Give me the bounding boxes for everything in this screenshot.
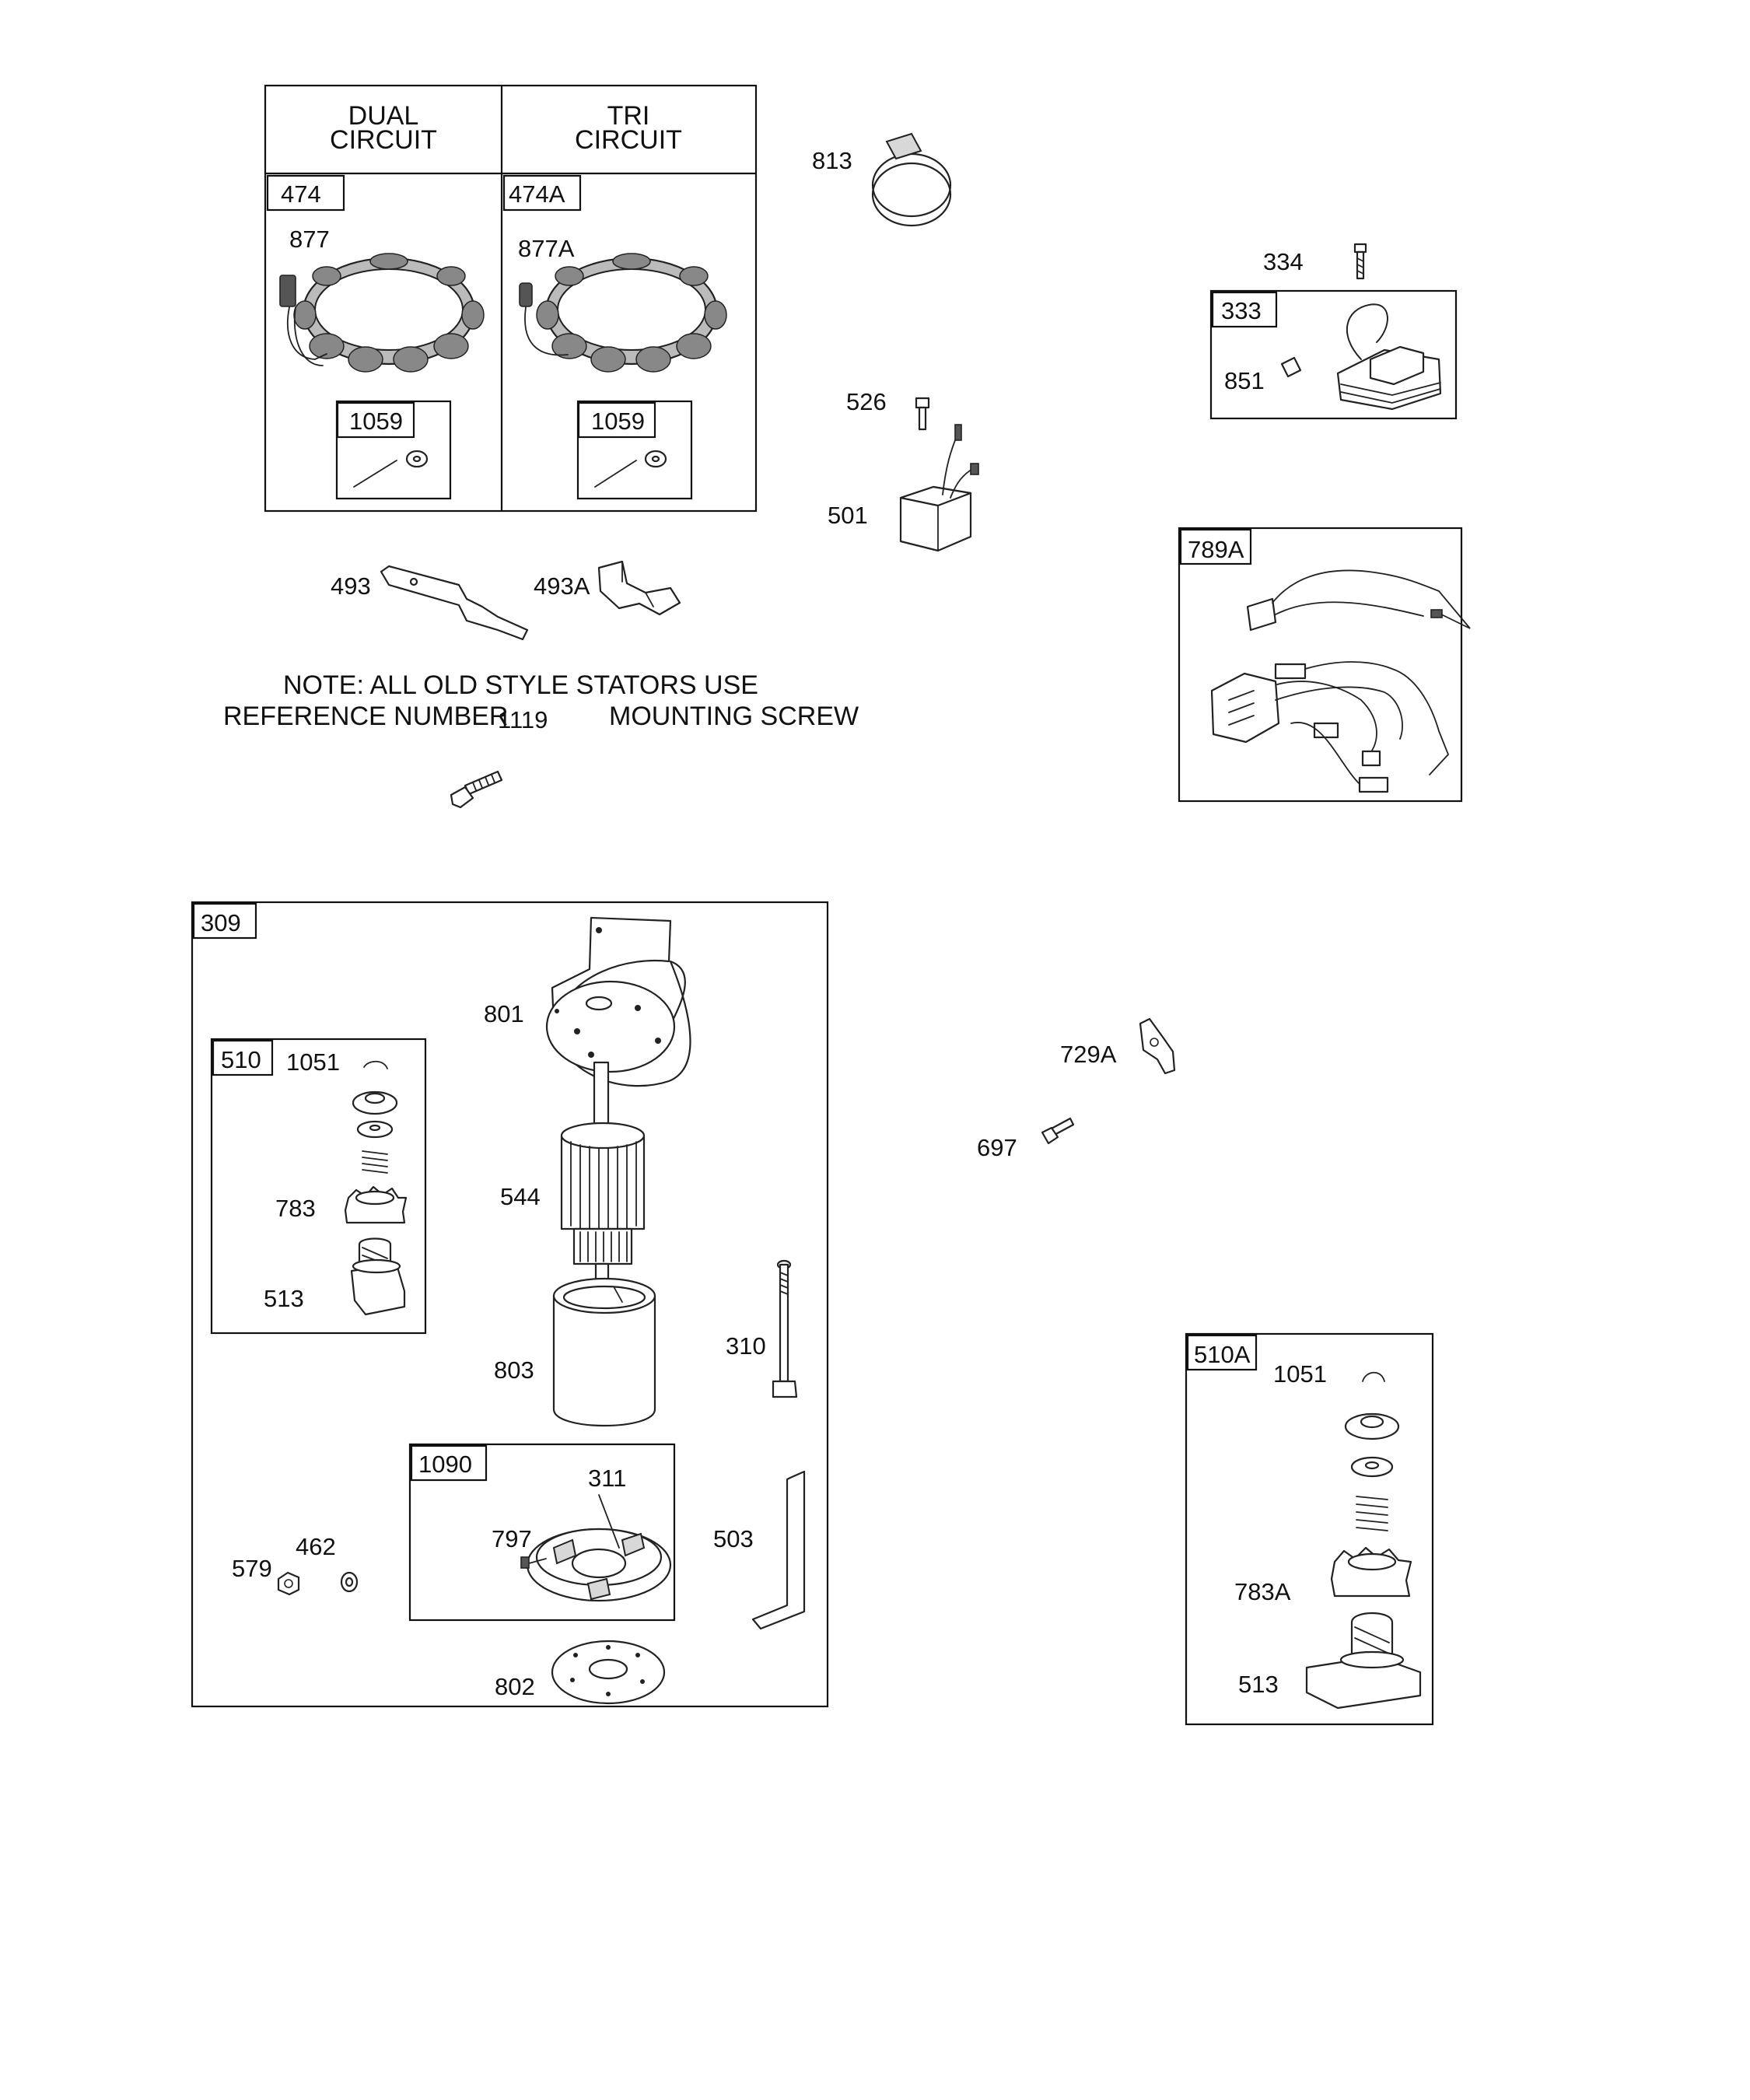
label-877a: 877A: [518, 235, 575, 262]
regulator-501: 526 501: [828, 388, 979, 552]
tri-circuit-header-line1: TRI: [607, 101, 650, 131]
housing-803: [552, 1277, 656, 1427]
box-510a: 510A 1051 783A 513: [1185, 1332, 1434, 1726]
box-333: 333 851: [1209, 289, 1458, 420]
kit-1059-dual: 1059: [349, 408, 403, 435]
box-309: 309 801 544 803: [191, 901, 829, 1708]
dual-circuit-header-line1: DUAL: [348, 101, 419, 131]
label-513-510: 513: [264, 1285, 304, 1312]
label-579: 579: [232, 1555, 272, 1582]
label-851: 851: [1224, 367, 1265, 394]
bolt-310: [772, 1259, 798, 1398]
note: NOTE: ALL OLD STYLE STATORS USE REFERENC…: [223, 670, 859, 809]
stator-dual-illustration: [279, 253, 485, 373]
label-801: 801: [484, 1000, 524, 1027]
clamp-813: 813: [812, 132, 952, 227]
box-789a: 789A: [1178, 527, 1471, 803]
tri-circuit-header-line2: CIRCUIT: [575, 125, 682, 155]
label-802: 802: [495, 1673, 535, 1700]
kit-1059-tri: 1059: [591, 408, 645, 435]
ref-474: 474: [281, 180, 321, 208]
label-544: 544: [500, 1183, 541, 1210]
drive-510-illustration: [344, 1060, 408, 1316]
label-513-510a: 513: [1238, 1671, 1279, 1698]
note-line2-ref: 1119: [498, 706, 548, 733]
label-877: 877: [289, 226, 330, 253]
stator-tri-illustration: [519, 253, 727, 373]
screw-334: 334: [1263, 243, 1367, 280]
label-493a: 493A: [534, 572, 590, 600]
note-line1: NOTE: ALL OLD STYLE STATORS USE: [283, 670, 758, 700]
screw-1119-illustration: [450, 770, 503, 809]
end-plate-802: [551, 1640, 666, 1705]
label-1051-510a: 1051: [1273, 1360, 1327, 1388]
note-line2a: REFERENCE NUMBER: [223, 702, 508, 731]
ref-1090: 1090: [418, 1451, 472, 1478]
parts-729a-697: 729A 697: [977, 1017, 1176, 1161]
label-797: 797: [492, 1525, 532, 1552]
label-729a: 729A: [1060, 1041, 1117, 1068]
ref-510a: 510A: [1194, 1341, 1251, 1368]
end-plate-801: [545, 916, 691, 1087]
label-462: 462: [296, 1533, 336, 1560]
label-783a: 783A: [1234, 1578, 1291, 1605]
brackets-493: 493 493A: [331, 560, 681, 641]
label-501: 501: [828, 502, 868, 529]
label-803: 803: [494, 1356, 534, 1384]
label-310: 310: [726, 1332, 766, 1360]
ref-333: 333: [1221, 297, 1262, 324]
label-503: 503: [713, 1525, 754, 1552]
label-493: 493: [331, 572, 371, 600]
brush-assembly-797: [520, 1494, 672, 1602]
label-813: 813: [812, 147, 852, 174]
dual-circuit-header-line2: CIRCUIT: [330, 125, 437, 155]
drive-510a-illustration: [1305, 1371, 1422, 1710]
note-line2b: MOUNTING SCREW: [609, 702, 859, 731]
ref-474a: 474A: [509, 180, 565, 208]
label-334: 334: [1263, 248, 1304, 275]
stator-table: DUAL CIRCUIT TRI CIRCUIT 474 474A 877 87…: [264, 84, 758, 513]
ref-510: 510: [221, 1046, 261, 1073]
ref-789a: 789A: [1188, 536, 1244, 563]
armature-544: [560, 1061, 646, 1281]
label-697: 697: [977, 1134, 1017, 1161]
label-526: 526: [846, 388, 887, 415]
ref-309: 309: [201, 909, 241, 936]
label-311: 311: [588, 1465, 626, 1492]
label-1051-510: 1051: [286, 1048, 340, 1076]
label-783: 783: [275, 1195, 316, 1222]
